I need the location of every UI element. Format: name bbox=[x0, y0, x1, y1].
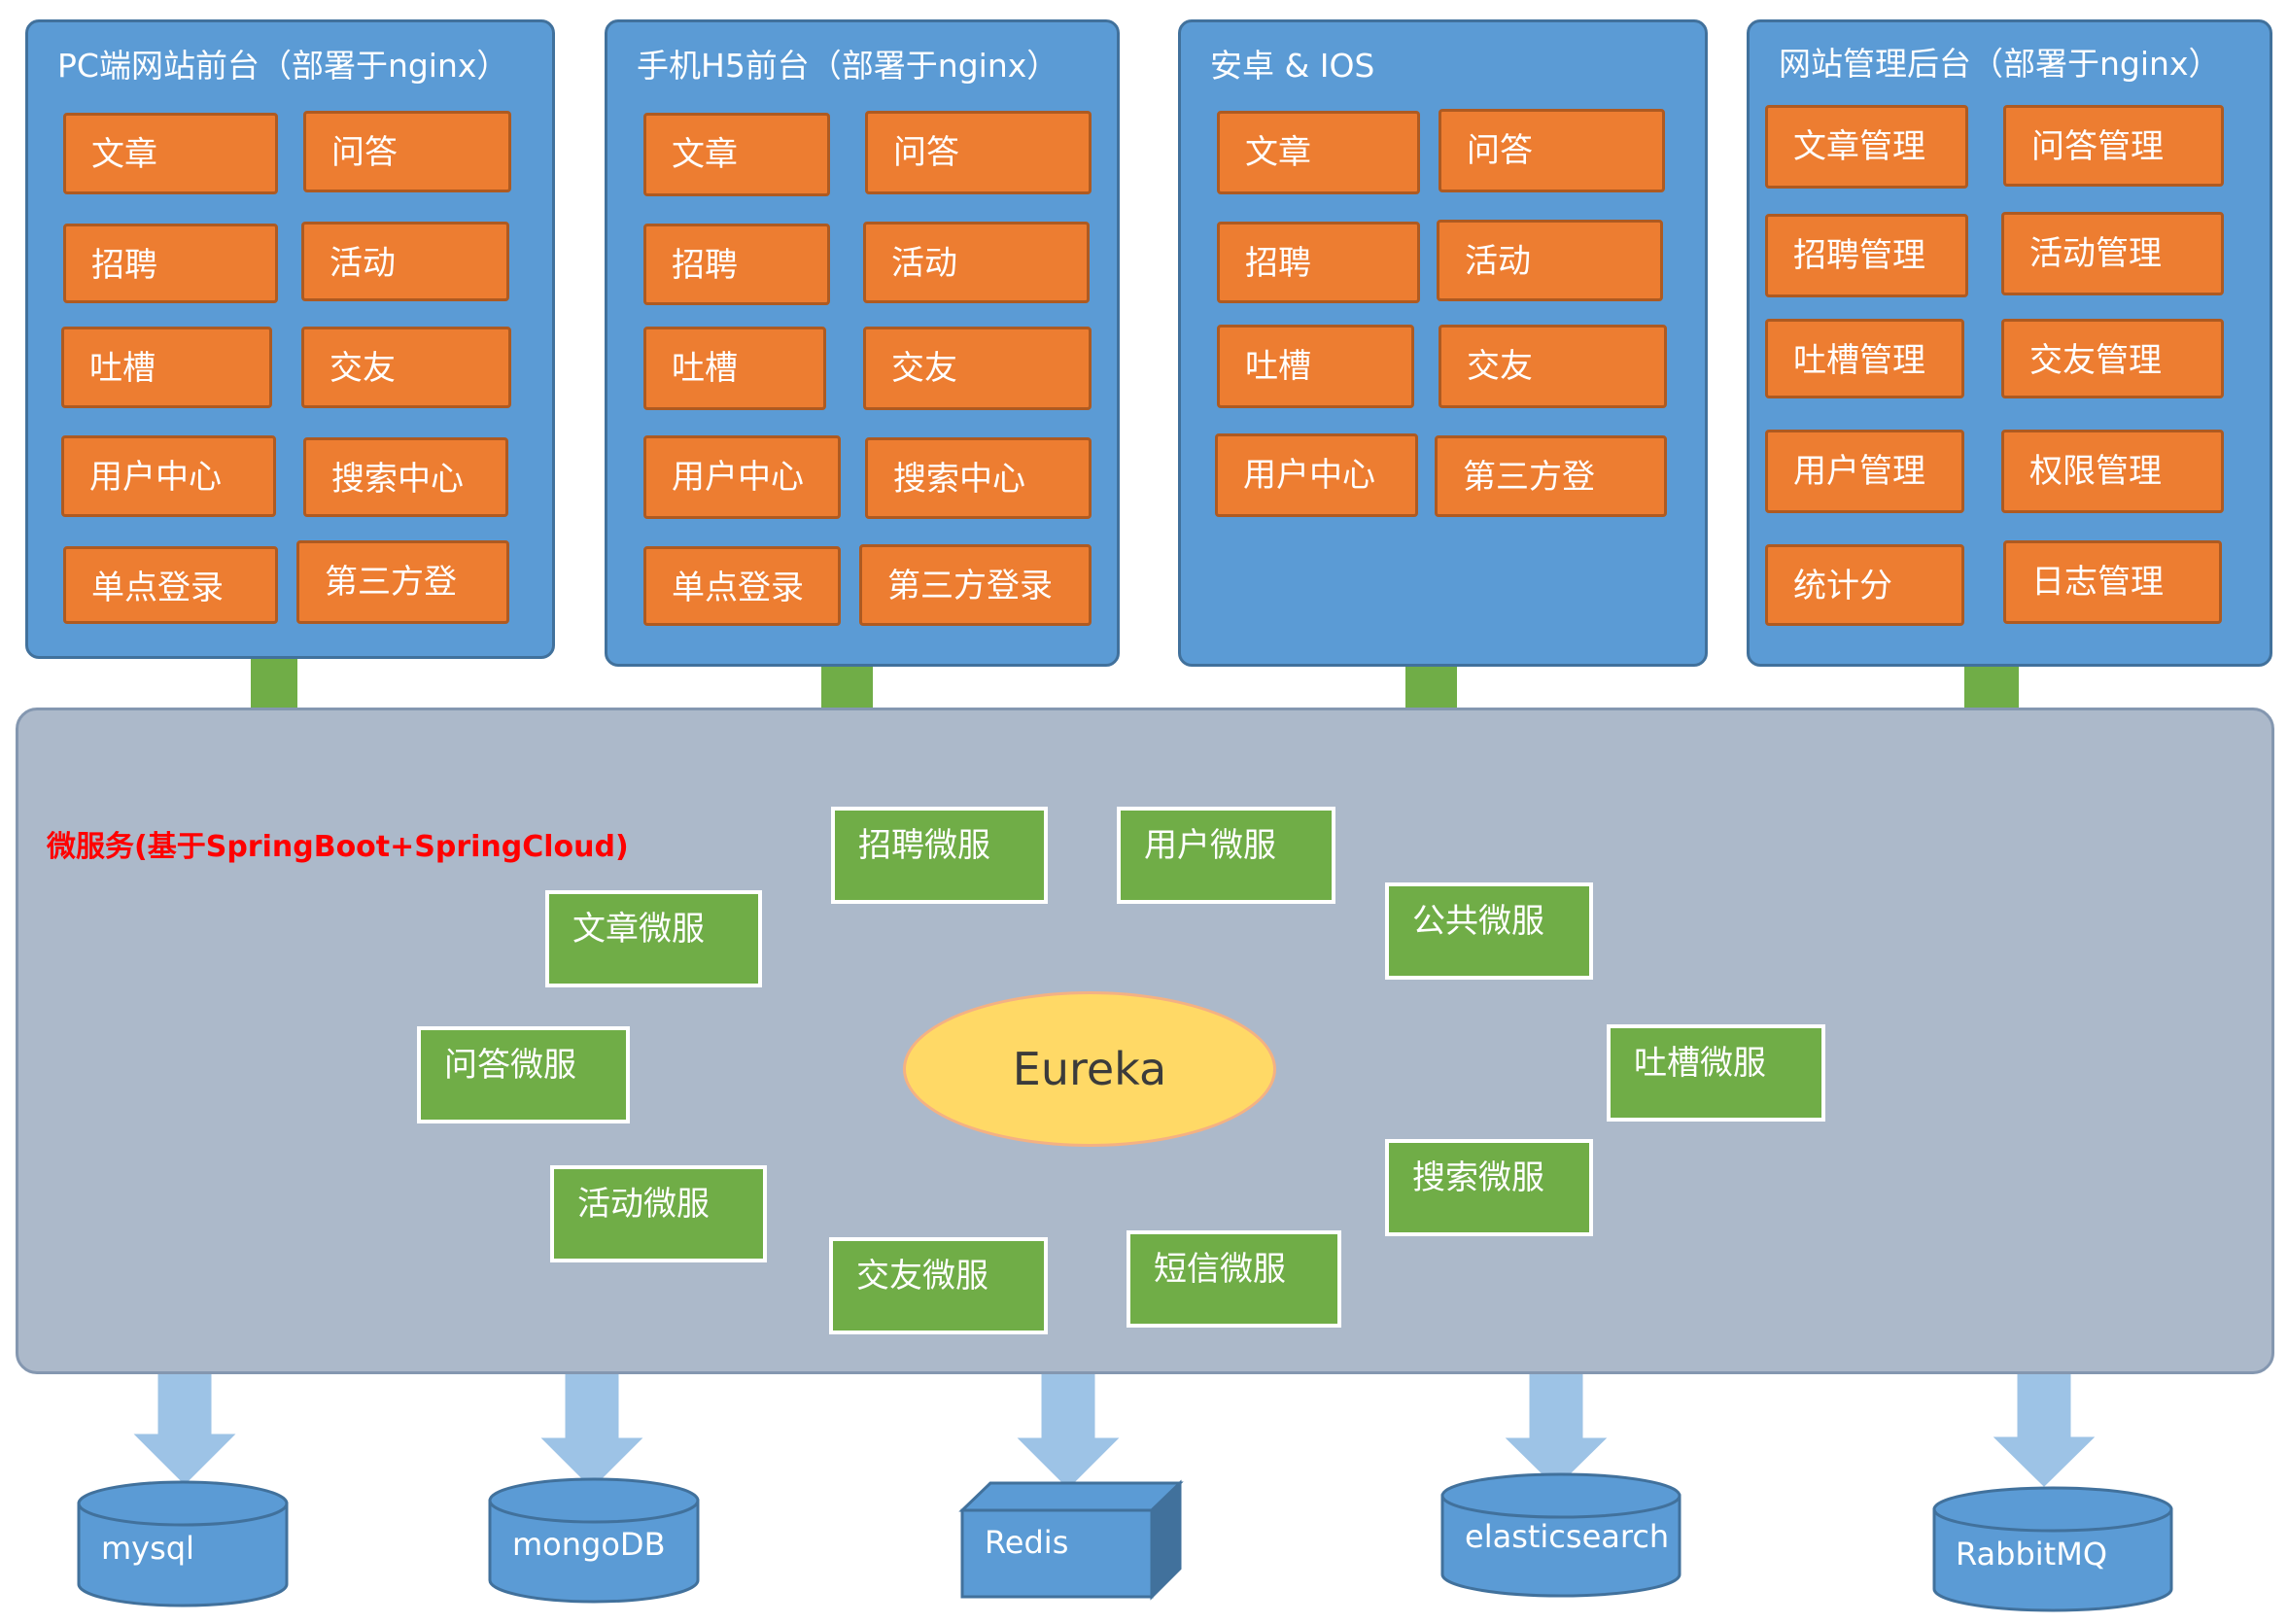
panel-title: 手机H5前台（部署于nginx） bbox=[637, 47, 1059, 85]
button-friend[interactable]: 交友 bbox=[1439, 325, 1667, 408]
button-user-admin[interactable]: 用户管理 bbox=[1765, 430, 1964, 513]
service-activity[interactable]: 活动微服 bbox=[550, 1165, 767, 1262]
service-recruit[interactable]: 招聘微服 bbox=[831, 807, 1048, 904]
button-qa[interactable]: 问答 bbox=[865, 111, 1092, 194]
button-friend-admin[interactable]: 交友管理 bbox=[2001, 319, 2224, 398]
button-rant[interactable]: 吐槽 bbox=[643, 327, 826, 410]
button-article[interactable]: 文章 bbox=[1217, 111, 1420, 194]
button-third-party-login[interactable]: 第三方登 bbox=[296, 540, 509, 624]
button-article[interactable]: 文章 bbox=[63, 113, 278, 194]
button-recruit[interactable]: 招聘 bbox=[643, 224, 830, 305]
button-article-admin[interactable]: 文章管理 bbox=[1765, 105, 1968, 189]
button-rant[interactable]: 吐槽 bbox=[1217, 325, 1414, 408]
service-friend[interactable]: 交友微服 bbox=[829, 1237, 1048, 1334]
button-third-party-login[interactable]: 第三方登 bbox=[1435, 435, 1667, 517]
redis-cube bbox=[958, 1479, 1184, 1601]
button-user-center[interactable]: 用户中心 bbox=[643, 435, 841, 519]
button-activity[interactable]: 活动 bbox=[301, 222, 509, 301]
button-qa[interactable]: 问答 bbox=[1439, 109, 1665, 192]
button-recruit-admin[interactable]: 招聘管理 bbox=[1765, 214, 1968, 297]
service-sms[interactable]: 短信微服 bbox=[1127, 1230, 1341, 1328]
button-rant-admin[interactable]: 吐槽管理 bbox=[1765, 319, 1964, 398]
service-article[interactable]: 文章微服 bbox=[545, 890, 762, 987]
button-friend[interactable]: 交友 bbox=[301, 327, 511, 408]
button-activity[interactable]: 活动 bbox=[1437, 220, 1663, 301]
service-common[interactable]: 公共微服 bbox=[1385, 882, 1593, 980]
service-qa[interactable]: 问答微服 bbox=[417, 1026, 630, 1123]
button-search-center[interactable]: 搜索中心 bbox=[303, 437, 508, 517]
mysql-cylinder bbox=[77, 1480, 289, 1607]
datastore-rabbitmq: RabbitMQ bbox=[1956, 1536, 2107, 1572]
button-qa-admin[interactable]: 问答管理 bbox=[2003, 105, 2224, 187]
button-search-center[interactable]: 搜索中心 bbox=[865, 437, 1092, 519]
service-rant[interactable]: 吐槽微服 bbox=[1607, 1024, 1825, 1122]
button-statistics[interactable]: 统计分 bbox=[1765, 544, 1964, 626]
button-user-center[interactable]: 用户中心 bbox=[61, 435, 276, 517]
button-permission-admin[interactable]: 权限管理 bbox=[2001, 430, 2224, 513]
panel-title: PC端网站前台（部署于nginx） bbox=[57, 47, 509, 85]
button-user-center[interactable]: 用户中心 bbox=[1215, 433, 1418, 517]
datastore-elasticsearch: elasticsearch bbox=[1465, 1518, 1670, 1555]
button-qa[interactable]: 问答 bbox=[303, 111, 511, 192]
panel-title: 网站管理后台（部署于nginx） bbox=[1779, 45, 2221, 83]
service-user[interactable]: 用户微服 bbox=[1117, 807, 1335, 904]
button-sso[interactable]: 单点登录 bbox=[643, 546, 841, 626]
button-recruit[interactable]: 招聘 bbox=[63, 224, 278, 303]
datastore-mysql: mysql bbox=[101, 1530, 194, 1567]
button-sso[interactable]: 单点登录 bbox=[63, 546, 278, 624]
mongodb-cylinder bbox=[488, 1477, 700, 1604]
button-log-admin[interactable]: 日志管理 bbox=[2003, 540, 2222, 624]
button-recruit[interactable]: 招聘 bbox=[1217, 222, 1420, 303]
datastore-mongodb: mongoDB bbox=[512, 1526, 666, 1563]
button-activity[interactable]: 活动 bbox=[863, 222, 1090, 303]
rabbitmq-cylinder bbox=[1932, 1486, 2173, 1612]
button-article[interactable]: 文章 bbox=[643, 113, 830, 196]
button-rant[interactable]: 吐槽 bbox=[61, 327, 272, 408]
panel-title: 安卓 & IOS bbox=[1210, 47, 1375, 85]
elasticsearch-cylinder bbox=[1440, 1472, 1681, 1598]
button-activity-admin[interactable]: 活动管理 bbox=[2001, 212, 2224, 295]
datastore-redis: Redis bbox=[985, 1524, 1069, 1561]
microservice-region-label: 微服务(基于SpringBoot+SpringCloud) bbox=[47, 830, 629, 864]
button-friend[interactable]: 交友 bbox=[863, 327, 1092, 410]
button-third-party-login[interactable]: 第三方登录 bbox=[859, 544, 1092, 626]
service-search[interactable]: 搜索微服 bbox=[1385, 1139, 1593, 1236]
eureka-registry[interactable]: Eureka bbox=[903, 991, 1276, 1147]
